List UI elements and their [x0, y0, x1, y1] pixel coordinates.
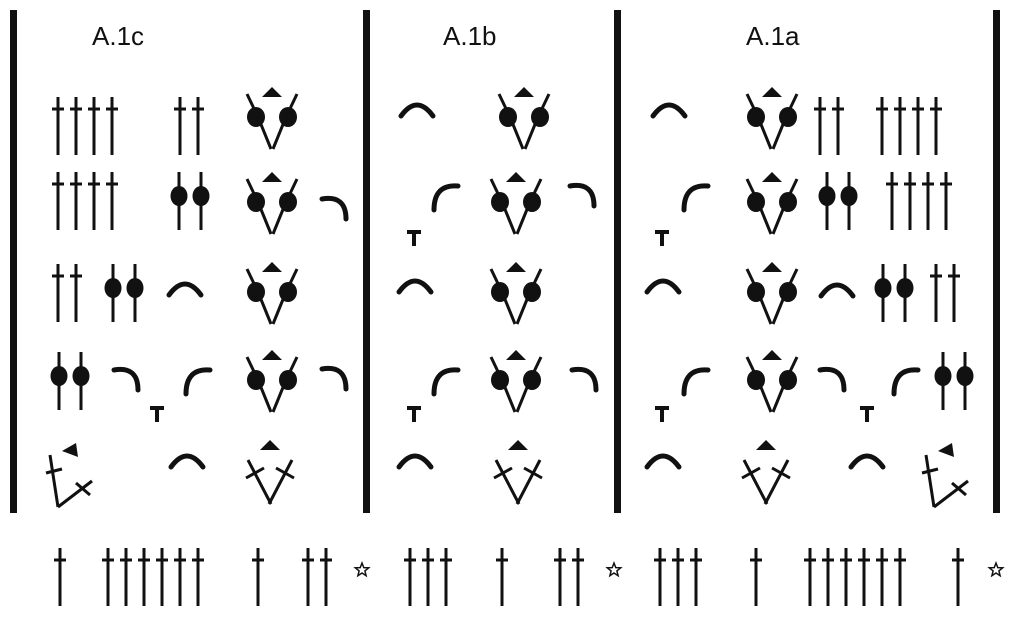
chain-curve-left-icon	[431, 183, 461, 213]
puff-stitch-group-icon	[489, 172, 543, 235]
panel-label-a1a: A.1a	[746, 21, 800, 51]
chain-curve-left-icon	[681, 183, 711, 213]
single-crochet-icon	[655, 230, 669, 246]
bobble-stitch-icon	[818, 172, 858, 230]
chain-arch-icon	[644, 453, 682, 470]
bobble-stitch-icon	[874, 264, 914, 322]
foundation-dc-stitch-icon	[750, 548, 762, 606]
puff-stitch-group-icon	[489, 350, 543, 413]
dc-stitch-icon	[52, 97, 118, 155]
puff-stitch-group-icon	[489, 262, 543, 325]
chain-arch-icon	[650, 102, 688, 119]
foundation-dc-stitch-icon	[654, 548, 702, 606]
chain-arch-icon	[644, 278, 682, 295]
puff-stitch-group-icon	[745, 262, 799, 325]
single-crochet-icon	[860, 406, 874, 422]
chain-curve-right-icon	[319, 365, 349, 392]
chain-arch-icon	[398, 102, 436, 119]
dc-stitch-icon	[814, 97, 844, 155]
puff-stitch-group-icon	[497, 87, 551, 150]
puff-stitch-group-icon	[745, 87, 799, 150]
dc-stitch-icon	[52, 264, 82, 322]
stitch-symbols	[45, 87, 1005, 606]
star-icon	[987, 560, 1005, 578]
divider-left	[10, 10, 17, 513]
panel-label-a1b: A.1b	[443, 21, 497, 51]
foundation-dc-stitch-icon	[404, 548, 452, 606]
puff-stitch-group-icon	[245, 172, 299, 235]
star-icon	[605, 560, 623, 578]
chain-curve-right-icon	[569, 366, 599, 393]
chain-arch-icon	[396, 453, 434, 470]
foundation-dc-stitch-icon	[952, 548, 964, 606]
chain-curve-right-icon	[319, 195, 349, 222]
chain-curve-right-icon	[567, 182, 597, 209]
puff-stitch-group-icon	[745, 350, 799, 413]
single-crochet-icon	[407, 406, 421, 422]
single-crochet-icon	[655, 406, 669, 422]
chain-arch-icon	[168, 453, 206, 470]
chain-curve-left-icon	[891, 367, 921, 397]
chain-curve-left-icon	[681, 367, 711, 397]
chain-arch-icon	[166, 281, 204, 298]
foundation-dc-stitch-icon	[252, 548, 264, 606]
chain-arch-icon	[396, 278, 434, 295]
bobble-stitch-icon	[50, 352, 90, 410]
divider-right	[993, 10, 1000, 513]
divider-a1c-a1b	[363, 10, 370, 513]
puff-stitch-group-icon	[245, 87, 299, 150]
crossed-stitch-group-tilted-icon	[921, 443, 969, 509]
single-crochet-icon	[407, 230, 421, 246]
crossed-stitch-group-tilted-icon	[45, 443, 93, 509]
divider-a1b-a1a	[614, 10, 621, 513]
star-icon	[353, 560, 371, 578]
chain-curve-left-icon	[431, 367, 461, 397]
chain-curve-right-icon	[111, 366, 141, 393]
crossed-stitch-group-icon	[245, 440, 295, 505]
dc-stitch-icon	[52, 172, 118, 230]
foundation-dc-stitch-icon	[804, 548, 906, 606]
dc-stitch-icon	[930, 264, 960, 322]
bobble-stitch-icon	[170, 172, 210, 230]
bobble-stitch-icon	[934, 352, 974, 410]
dc-stitch-icon	[174, 97, 204, 155]
panel-label-a1c: A.1c	[92, 21, 144, 51]
puff-stitch-group-icon	[245, 350, 299, 413]
puff-stitch-group-icon	[745, 172, 799, 235]
puff-stitch-group-icon	[245, 262, 299, 325]
chain-arch-icon	[848, 453, 886, 470]
foundation-dc-stitch-icon	[302, 548, 332, 606]
dc-stitch-icon	[886, 172, 952, 230]
foundation-dc-stitch-icon	[554, 548, 584, 606]
foundation-dc-stitch-icon	[102, 548, 204, 606]
chain-curve-right-icon	[817, 366, 847, 393]
foundation-dc-stitch-icon	[496, 548, 508, 606]
bobble-stitch-icon	[104, 264, 144, 322]
chain-curve-left-icon	[183, 367, 213, 397]
dc-stitch-icon	[876, 97, 942, 155]
crossed-stitch-group-icon	[493, 440, 543, 505]
foundation-dc-stitch-icon	[54, 548, 66, 606]
crossed-stitch-group-icon	[741, 440, 791, 505]
single-crochet-icon	[150, 406, 164, 422]
chain-arch-icon	[818, 282, 856, 299]
